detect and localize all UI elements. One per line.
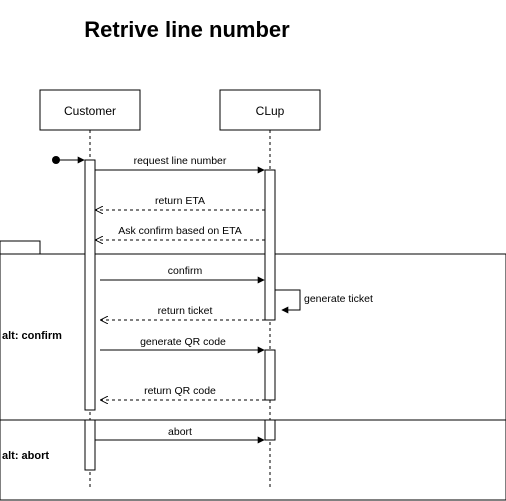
message-ask-confirm-label: Ask confirm based on ETA (118, 225, 242, 237)
participant-clup-label: CLup (256, 104, 285, 118)
fragment-label-abort: alt: abort (2, 450, 49, 462)
message-abort-label: abort (168, 426, 192, 438)
activation-clup-abort (264, 419, 276, 441)
activation-clup-request (264, 169, 276, 321)
participant-clup: CLup (219, 89, 321, 131)
message-generate-ticket-arrow (275, 289, 301, 314)
message-return-qr-label: return QR code (144, 385, 216, 397)
message-generate-ticket-label: generate ticket (304, 293, 373, 305)
message-confirm-label: confirm (168, 265, 203, 277)
message-request-line-number-label: request line number (134, 155, 227, 167)
fragment-alt-frame: alt: confirm alt: abort (0, 240, 506, 501)
participant-customer: Customer (39, 89, 141, 131)
activation-customer-abort (84, 419, 96, 471)
message-return-ticket-label: return ticket (158, 305, 213, 317)
fragment-tab (0, 240, 41, 254)
participant-customer-label: Customer (64, 104, 116, 118)
fragment-frame-border (0, 253, 506, 501)
participant-customer-box (39, 89, 141, 131)
message-return-eta-label: return ETA (155, 195, 205, 207)
diagram-title: Retrive line number (84, 17, 290, 42)
message-generate-qr-label: generate QR code (140, 336, 226, 348)
participant-clup-box (219, 89, 321, 131)
activation-customer-main (84, 159, 96, 411)
activation-clup-qr (264, 349, 276, 401)
fragment-label-confirm: alt: confirm (2, 330, 62, 342)
